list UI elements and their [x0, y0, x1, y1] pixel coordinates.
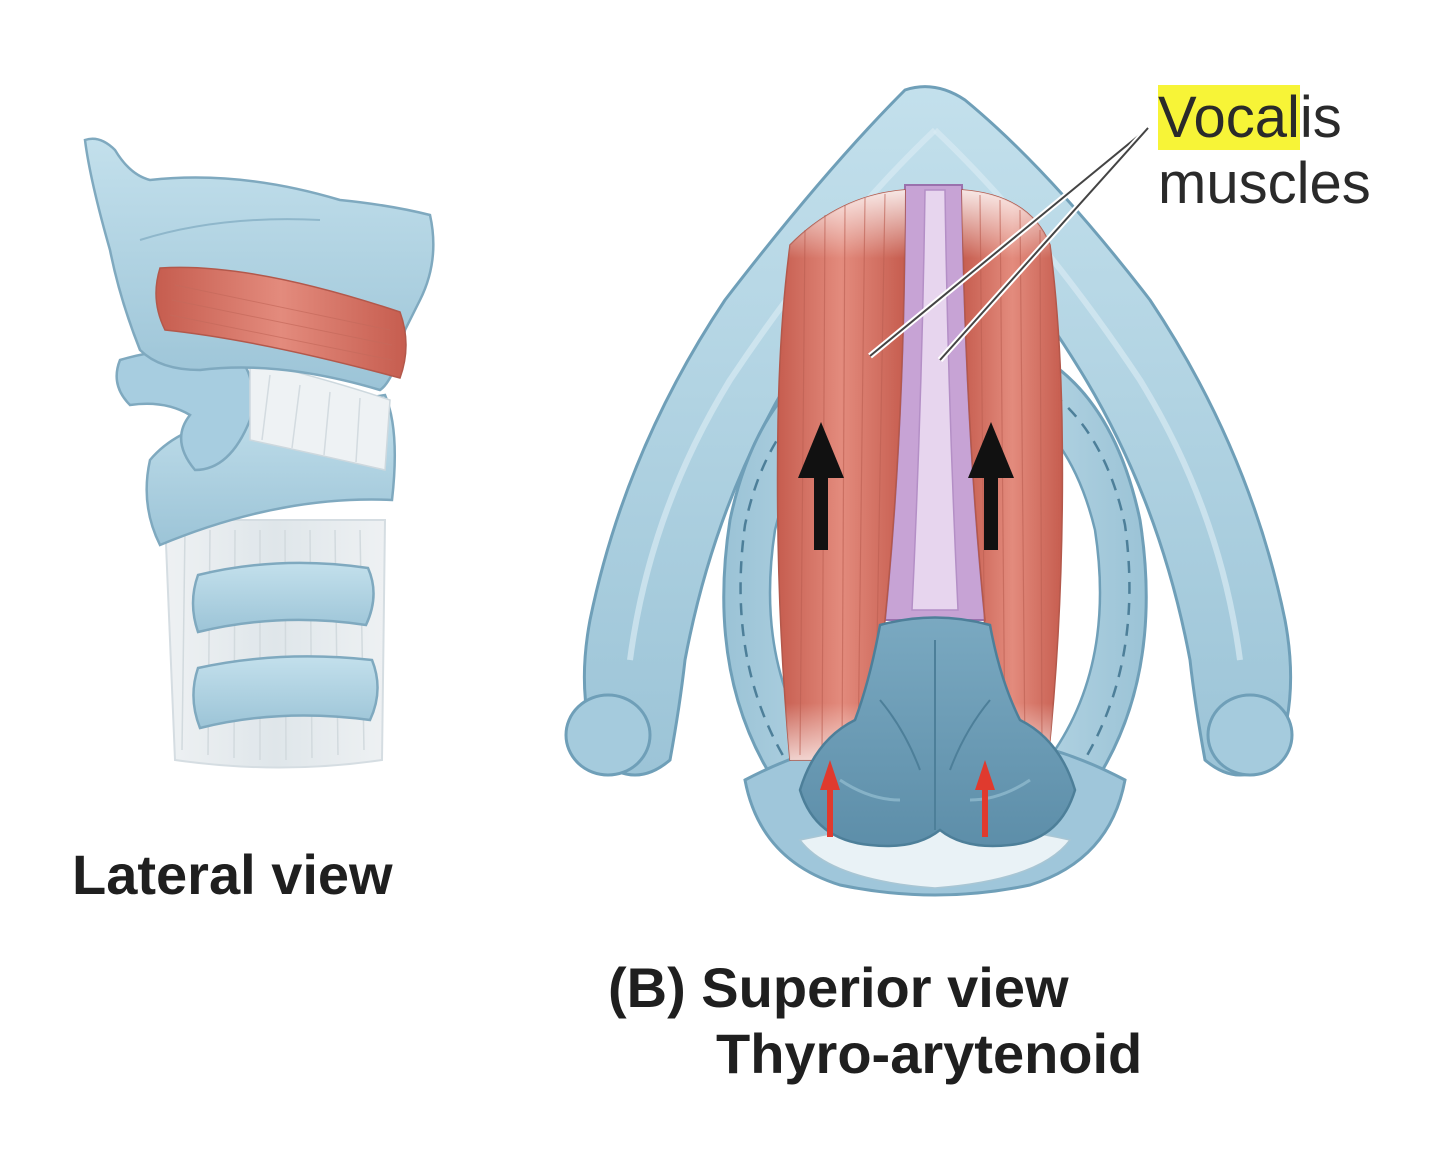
arytenoid-cartilages: [798, 616, 1077, 848]
red-arrow-left: [820, 760, 840, 837]
superior-caption-line2: Thyro-arytenoid: [716, 1022, 1143, 1085]
superior-view-drawing: [564, 85, 1294, 897]
superior-view-caption: (B) Superior view Thyro-arytenoid: [608, 955, 1142, 1087]
vocalis-muscles-label: Vocalis muscles: [1158, 85, 1371, 217]
red-arrow-right: [975, 760, 995, 837]
thyroid-oblique-line: [139, 218, 321, 241]
trachea: [163, 519, 387, 769]
thyroid-horn-left: [564, 693, 652, 777]
tracheal-ring-2: [192, 655, 379, 730]
superior-caption-line1: (B) Superior view: [608, 956, 1069, 1019]
tracheal-ring-1: [191, 561, 375, 634]
vocalis-label-line1: Vocalis: [1158, 85, 1371, 151]
black-arrow-left: [798, 422, 844, 550]
lateral-view-drawing: [83, 137, 435, 769]
thyroid-horn-right: [1206, 693, 1294, 777]
vocalis-label-line2: muscles: [1158, 151, 1371, 216]
vocalis-leader-lines: [868, 125, 1151, 363]
vocalis-label-rest: is: [1299, 85, 1342, 150]
black-arrow-right: [968, 422, 1014, 550]
vocalis-highlight: Vocal: [1158, 85, 1300, 150]
lateral-view-caption: Lateral view: [72, 843, 393, 906]
